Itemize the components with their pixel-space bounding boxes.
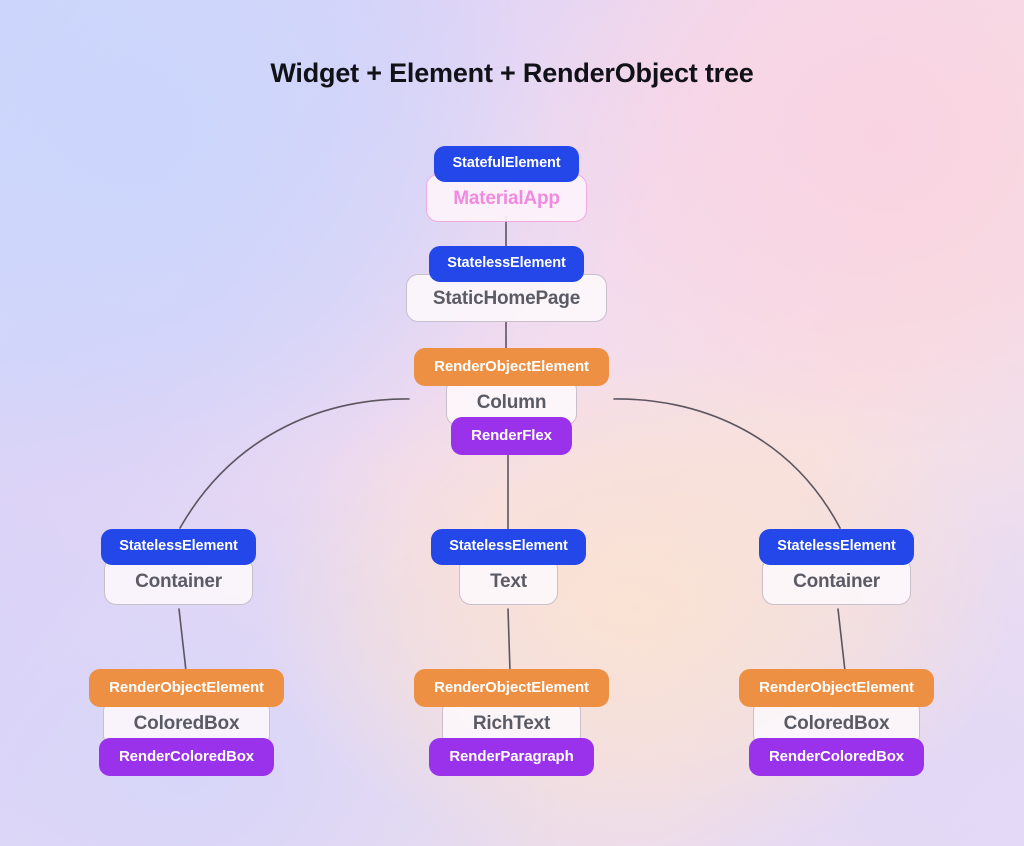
edge-container-left-coloredbox-left: [178, 608, 187, 672]
widget-label: StaticHomePage: [405, 273, 608, 322]
element-badge: StatelessElement: [101, 529, 256, 565]
node-rich-text[interactable]: RenderObjectElement RichText RenderParag…: [380, 669, 643, 776]
node-static-home-page[interactable]: StatelessElement StaticHomePage: [365, 246, 648, 322]
node-container-left[interactable]: StatelessElement Container: [82, 529, 275, 605]
element-badge: StatelessElement: [431, 529, 586, 565]
element-badge: StatelessElement: [429, 246, 584, 282]
node-colored-box-left[interactable]: RenderObjectElement ColoredBox RenderCol…: [53, 669, 320, 776]
render-object-badge: RenderParagraph: [429, 738, 594, 776]
element-badge: RenderObjectElement: [89, 669, 284, 707]
node-text[interactable]: StatelessElement Text: [412, 529, 605, 605]
edge-column-container-left: [179, 398, 410, 529]
edge-column-container-right: [613, 398, 841, 529]
element-badge: StatefulElement: [434, 146, 579, 182]
render-object-badge: RenderColoredBox: [98, 738, 275, 776]
element-badge: RenderObjectElement: [414, 348, 609, 386]
render-object-badge: RenderFlex: [451, 417, 572, 455]
edge-container-right-coloredbox-right: [837, 608, 846, 672]
widget-label: Text: [459, 556, 558, 605]
page-title: Widget + Element + RenderObject tree: [270, 58, 754, 88]
render-object-badge: RenderColoredBox: [748, 738, 925, 776]
element-badge: RenderObjectElement: [414, 669, 609, 707]
widget-label: Container: [104, 556, 253, 605]
node-container-right[interactable]: StatelessElement Container: [740, 529, 933, 605]
node-column[interactable]: RenderObjectElement Column RenderFlex: [380, 348, 643, 455]
element-badge: RenderObjectElement: [739, 669, 934, 707]
edge-text-richtext: [507, 608, 511, 672]
node-colored-box-right[interactable]: RenderObjectElement ColoredBox RenderCol…: [705, 669, 968, 776]
node-material-app[interactable]: StatefulElement MaterialApp: [406, 146, 607, 222]
element-badge: StatelessElement: [759, 529, 914, 565]
